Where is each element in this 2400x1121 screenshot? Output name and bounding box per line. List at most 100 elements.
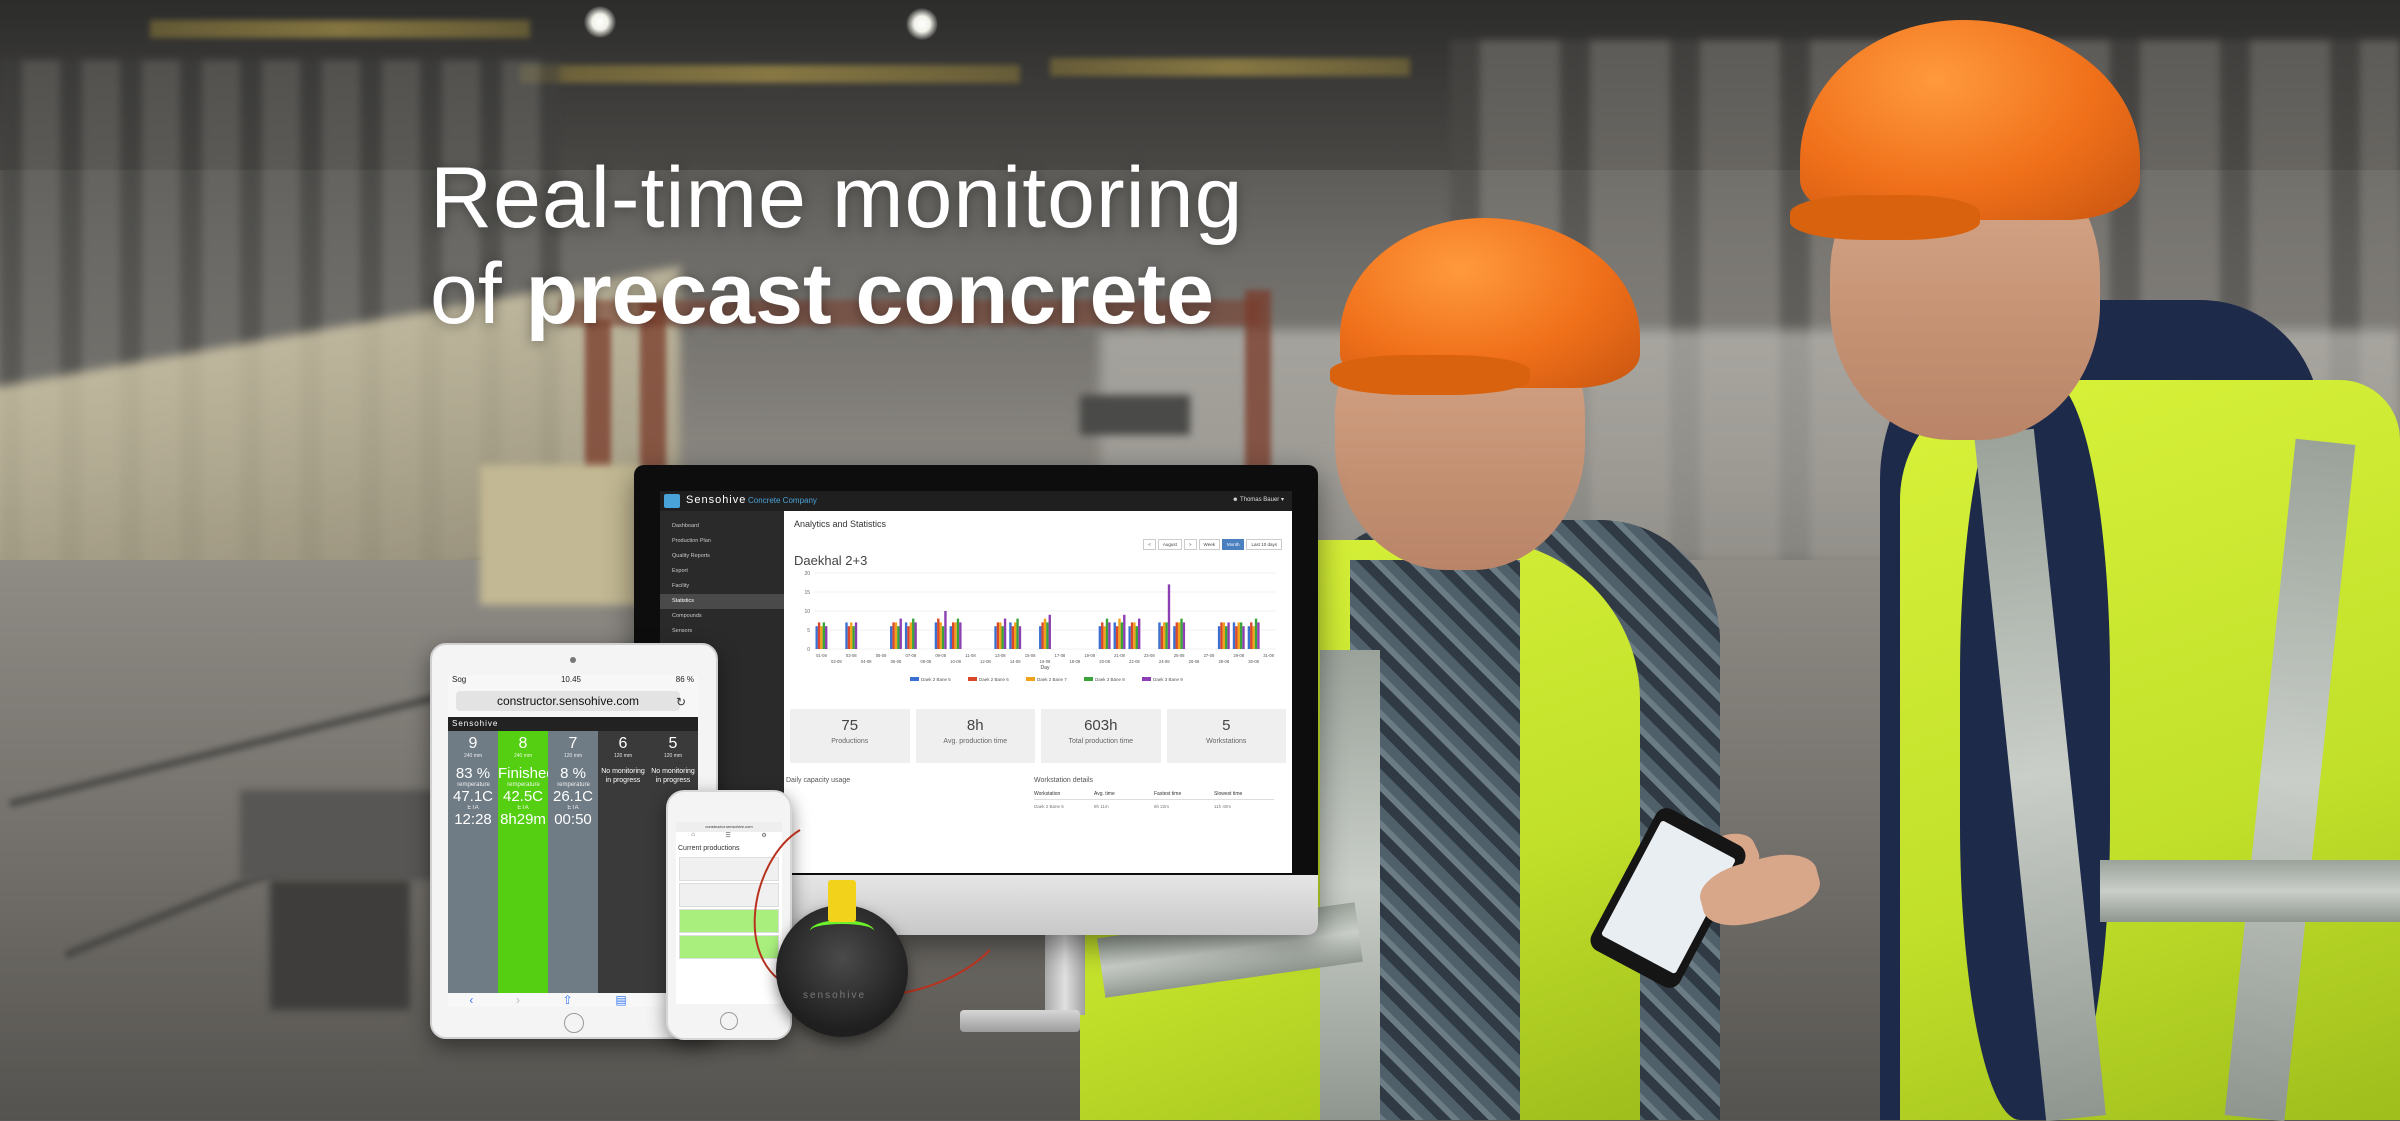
x-tick-label: 11-08 [965, 653, 976, 658]
sidebar-item-facility[interactable]: Facility [672, 583, 690, 589]
sidebar-item-statistics[interactable]: Statistics [660, 594, 784, 609]
bookmarks-icon[interactable]: ▤ [615, 993, 627, 1007]
list-icon[interactable]: ☰ [725, 833, 731, 839]
x-tick-label: 16-08 [1040, 659, 1051, 664]
chart-bar [1105, 618, 1109, 649]
list-item[interactable] [679, 857, 779, 881]
share-icon[interactable]: ⇧ [562, 993, 573, 1007]
chart-bar [822, 622, 826, 649]
chart-bar [1048, 614, 1051, 649]
table-header-cell: Slowest time [1214, 791, 1243, 797]
column-status-message: No monitoring in progress [651, 768, 695, 784]
imac-foot [960, 1010, 1080, 1032]
ios-status-bar: Sog 10.45 86 % [448, 675, 698, 687]
chart-bar [817, 622, 821, 649]
stat-card-avg-time: 8h Avg. production time [915, 709, 1035, 763]
chart-bar [1182, 622, 1186, 649]
x-tick-label: 05-08 [876, 653, 887, 658]
range-month-button[interactable]: Month [1221, 539, 1245, 550]
workstation-column[interactable]: 9 240 mm 83 % Temperature 47.1C ETA 12:2… [448, 731, 498, 993]
reload-icon[interactable]: ↻ [675, 695, 686, 709]
company-name[interactable]: Concrete Company [748, 496, 817, 505]
chart-bar [1165, 622, 1168, 649]
list-item[interactable] [679, 883, 779, 907]
table-header-cell: Avg. time [1094, 791, 1115, 797]
x-tick-label: 29-08 [1233, 653, 1244, 658]
chart-bar [1247, 626, 1251, 649]
chart-bar [899, 618, 902, 649]
legend-label: Daek 3 Bane 8 [1095, 677, 1125, 682]
x-tick-label: 22-08 [1129, 659, 1140, 664]
x-tick-label: 31-08 [1263, 653, 1274, 658]
table-cell: 8h 11m [1094, 804, 1109, 809]
workstation-column[interactable]: 8 240 mm Finished Temperature 42.5C ETA … [498, 731, 555, 993]
range-next-button[interactable]: > [1183, 539, 1197, 550]
sidebar-item-dashboard[interactable]: Dashboard [672, 523, 699, 529]
chart-bar [845, 622, 848, 649]
x-tick-label: 20-08 [1099, 659, 1110, 664]
chart-bar [1046, 622, 1049, 649]
eta-value: 8h29m [500, 811, 546, 828]
range-month-label[interactable]: August [1157, 539, 1182, 550]
chart-bar [1254, 618, 1258, 649]
user-name: Thomas Bauer [1239, 497, 1280, 503]
chart-bar [1235, 626, 1238, 649]
chart-bar [1098, 626, 1102, 649]
legend-label: Daek 3 Bane 9 [1153, 677, 1183, 682]
iphone-home-button[interactable] [720, 1012, 738, 1030]
chart-bar [999, 622, 1002, 649]
chart-bar [1175, 622, 1178, 649]
forward-icon[interactable]: › [515, 993, 520, 1007]
chart-bar [1115, 626, 1119, 649]
sidebar-item-quality-reports[interactable]: Quality Reports [672, 553, 710, 559]
range-prev-button[interactable]: < [1143, 539, 1156, 550]
x-tick-label: 24-08 [1159, 659, 1170, 664]
column-number: 8 [518, 735, 528, 752]
chart-bar [1158, 622, 1161, 649]
chart-bar [907, 626, 910, 649]
chart-bar [890, 626, 893, 649]
range-week-button[interactable]: Week [1198, 539, 1220, 550]
home-icon[interactable]: ⌂ [691, 832, 695, 838]
chart-bar [1232, 622, 1236, 649]
chart-bar [1016, 618, 1019, 649]
sidebar-item-sensors[interactable]: Sensors [672, 628, 693, 634]
stat-value: 8h [966, 717, 984, 734]
table-header-cell: Workstation [1034, 791, 1061, 797]
legend-label: Daek 2 Bane 5 [921, 677, 951, 682]
list-item[interactable] [679, 935, 779, 959]
x-tick-label: 21-08 [1114, 653, 1125, 658]
workstation-column[interactable]: 6 120 mm No monitoring in progress [598, 731, 648, 993]
sidebar-item-compounds[interactable]: Compounds [672, 613, 702, 619]
stat-label: Avg. production time [943, 738, 1008, 745]
temperature-label: Temperature [506, 782, 540, 788]
sidebar-item-production-plan[interactable]: Production Plan [672, 538, 711, 544]
back-icon[interactable]: ‹ [469, 993, 474, 1007]
user-menu[interactable]: ☻ Thomas Bauer ▾ [1232, 497, 1284, 503]
y-tick-label: 0 [807, 647, 810, 653]
chart-bar [949, 626, 953, 649]
chart-bar [1041, 622, 1044, 649]
phone-url-field[interactable]: constructor.sensohive.com [676, 822, 782, 832]
table-row[interactable]: Daek 2 Bane 5 8h 11m 6h 22m 11h 40m [1034, 804, 1274, 809]
ipad-home-button[interactable] [564, 1013, 584, 1033]
x-tick-label: 25-08 [1174, 653, 1185, 658]
range-last10-button[interactable]: Last 10 days [1246, 539, 1282, 550]
sidebar-item-export[interactable]: Export [672, 568, 688, 574]
list-item[interactable] [679, 909, 779, 933]
gear-icon[interactable]: ⚙ [761, 833, 767, 839]
chart-bar [1123, 614, 1126, 649]
chart-bar [1011, 626, 1015, 649]
chart-bar [1001, 626, 1004, 649]
column-progress: Finished [498, 765, 555, 782]
chart-bar [1018, 626, 1022, 649]
chart-bar [1173, 626, 1176, 649]
x-tick-label: 15-08 [1025, 653, 1036, 658]
url-field[interactable]: constructor.sensohive.com [456, 691, 680, 711]
table-cell: Daek 2 Bane 5 [1034, 804, 1064, 809]
app-brand: Sensohive [686, 494, 747, 506]
workstation-column[interactable]: 7 120 mm 8 % Temperature 26.1C ETA 00:50 [548, 731, 598, 993]
chart-bar [847, 626, 851, 649]
x-tick-label: 13-08 [995, 653, 1006, 658]
phone-app-toolbar: ⌂ ☰ ⚙ [676, 832, 782, 842]
